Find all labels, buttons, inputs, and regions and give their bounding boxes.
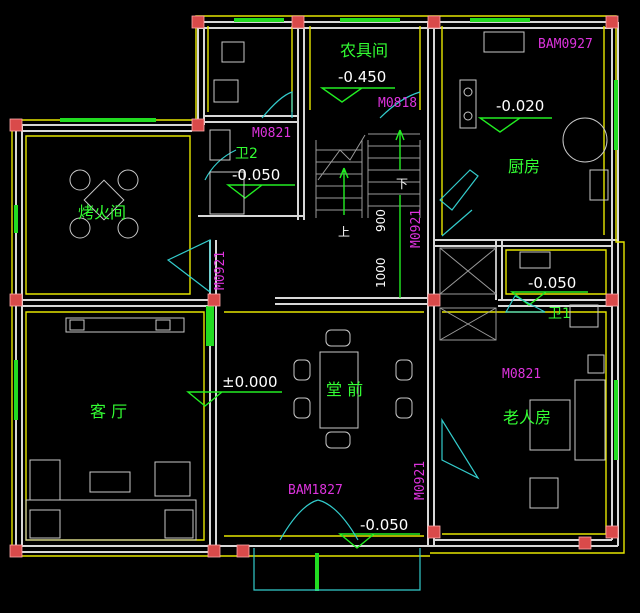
door-label-kitchen: BAM0927 <box>538 37 593 52</box>
dimension-labels: 900 1000 <box>374 209 388 288</box>
room-label-elder: 老人房 <box>503 408 551 427</box>
door-label-main: BAM1827 <box>288 483 343 498</box>
room-label-hall: 堂 前 <box>326 380 363 399</box>
stair-up-mark: 上 <box>338 225 350 239</box>
furniture <box>25 31 609 541</box>
room-label-living: 客 厅 <box>90 402 127 421</box>
level-kitchen: -0.020 <box>496 97 544 115</box>
door-label-elder: M0921 <box>413 461 428 500</box>
room-label-storage: 农具间 <box>340 41 388 60</box>
room-label-bath2: 卫2 <box>235 146 258 162</box>
stair-down-mark: 下 <box>396 177 408 191</box>
level-hall: ±0.000 <box>222 373 278 391</box>
level-bath1: -0.050 <box>528 274 576 292</box>
dimension-1000: 1000 <box>374 257 388 288</box>
room-label-bath1: 卫1 <box>548 306 571 322</box>
room-label-bbq: 烤火间 <box>78 203 126 222</box>
level-storage: -0.450 <box>338 68 386 86</box>
windows <box>14 18 618 591</box>
room-label-kitchen: 厨房 <box>508 157 540 176</box>
door-label-bath2: M0821 <box>252 126 291 141</box>
staircase <box>315 129 421 298</box>
dimension-900: 900 <box>374 209 388 232</box>
door-labels: BAM0927 M0818 M0821 M0921 M0921 M0821 M0… <box>213 37 593 500</box>
level-entry: -0.050 <box>360 516 408 534</box>
door-swings <box>166 91 546 591</box>
door-label-bath1: M0821 <box>502 367 541 382</box>
columns <box>9 15 619 558</box>
level-bath2: -0.050 <box>232 166 280 184</box>
stair-marks: 上 下 <box>338 177 408 239</box>
door-label-bbq: M0921 <box>213 251 228 290</box>
door-label-storage: M0818 <box>378 96 417 111</box>
level-labels: -0.450 -0.020 -0.050 -0.050 ±0.000 -0.05… <box>222 68 576 534</box>
room-labels: 烤火间 农具间 厨房 卫2 卫1 客 厅 堂 前 老人房 <box>78 41 571 427</box>
door-label-stair: M0921 <box>409 209 424 248</box>
